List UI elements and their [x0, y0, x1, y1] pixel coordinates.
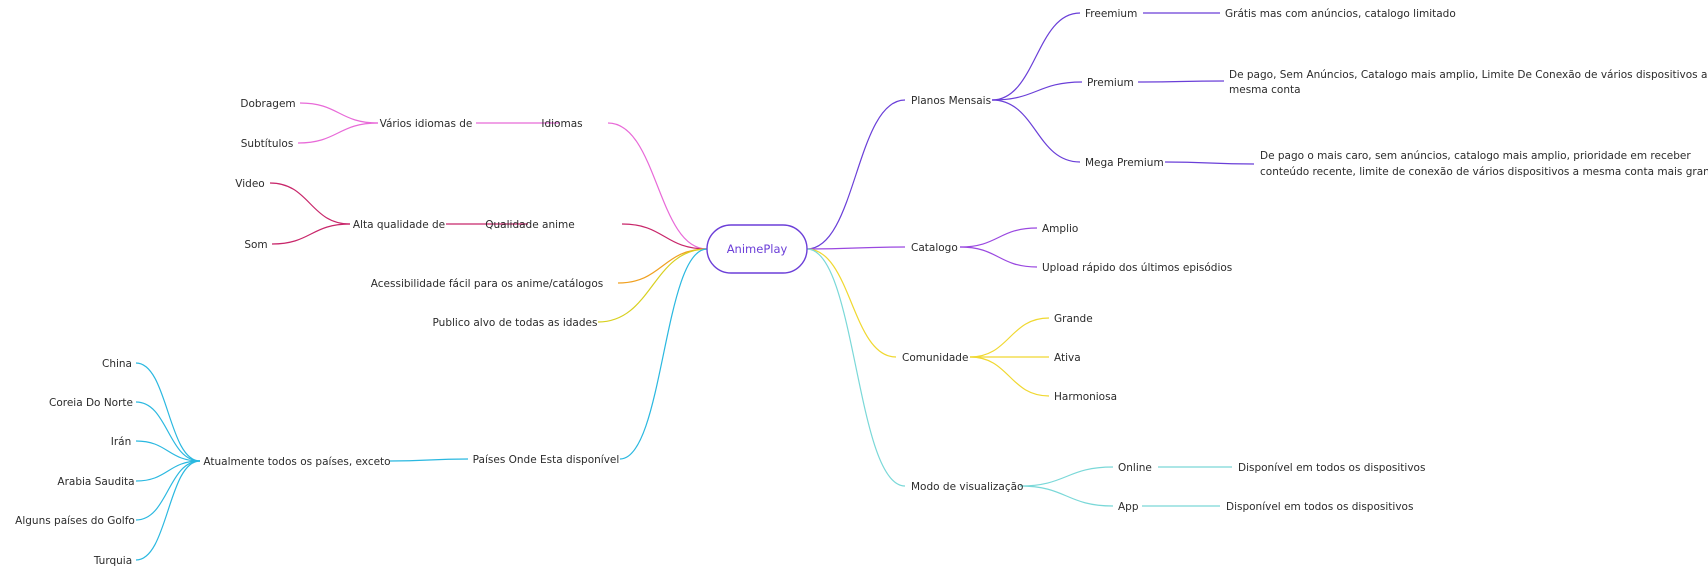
- node-acessibilidade[interactable]: Acessibilidade fácil para os anime/catál…: [371, 278, 603, 290]
- edge-alta-video: [269, 182, 351, 225]
- node-idiomas[interactable]: Idiomas: [541, 118, 582, 130]
- node-mega[interactable]: Mega Premium: [1085, 157, 1164, 169]
- node-arabia[interactable]: Arabia Saudita: [57, 476, 134, 488]
- node-mega-desc-line2[interactable]: conteúdo recente, limite de conexão de v…: [1260, 166, 1708, 178]
- node-planos[interactable]: Planos Mensais: [911, 95, 991, 107]
- node-video[interactable]: Video: [235, 178, 264, 190]
- node-china[interactable]: China: [102, 358, 132, 370]
- edge-center-comunidade: [806, 248, 897, 358]
- edge-comunidade-harmoniosa: [969, 356, 1050, 397]
- node-grande[interactable]: Grande: [1054, 313, 1093, 325]
- node-varios-idiomas[interactable]: Vários idiomas de: [380, 118, 473, 130]
- node-premium-desc-line1[interactable]: De pago, Sem Anúncios, Catalogo mais amp…: [1229, 69, 1707, 81]
- node-atualmente[interactable]: Atualmente todos os países, exceto: [203, 456, 390, 468]
- edge-center-acessibilidade: [617, 248, 708, 284]
- node-modo[interactable]: Modo de visualização: [911, 481, 1023, 493]
- edge-premium-desc: [1137, 80, 1225, 83]
- node-som[interactable]: Som: [244, 239, 267, 251]
- edge-center-planos: [806, 99, 906, 250]
- node-app[interactable]: App: [1118, 501, 1139, 513]
- node-harmoniosa[interactable]: Harmoniosa: [1054, 391, 1117, 403]
- node-online[interactable]: Online: [1118, 462, 1152, 474]
- node-dobragem[interactable]: Dobragem: [240, 98, 295, 110]
- node-online-desc[interactable]: Disponível em todos os dispositivos: [1238, 462, 1425, 474]
- edge-center-modo: [806, 248, 906, 487]
- node-amplio[interactable]: Amplio: [1042, 223, 1078, 235]
- edge-center-paises: [619, 248, 708, 460]
- edge-atualmente-coreia: [135, 401, 201, 462]
- node-publico[interactable]: Publico alvo de todas as idades: [433, 317, 598, 329]
- node-freemium-desc[interactable]: Grátis mas com anúncios, catalogo limita…: [1225, 8, 1456, 20]
- node-catalogo[interactable]: Catalogo: [911, 242, 958, 254]
- node-alta-qualidade[interactable]: Alta qualidade de: [353, 219, 445, 231]
- node-premium[interactable]: Premium: [1087, 77, 1134, 89]
- edge-center-idiomas: [607, 122, 708, 250]
- edge-catalogo-upload: [959, 246, 1038, 268]
- edge-center-catalogo: [806, 246, 906, 250]
- node-coreia[interactable]: Coreia Do Norte: [49, 397, 133, 409]
- node-premium-desc-line2[interactable]: mesma conta: [1229, 84, 1301, 96]
- central-node-label: AnimePlay: [727, 242, 788, 256]
- edge-comunidade-grande: [969, 317, 1050, 358]
- edge-paises-atualmente: [389, 458, 469, 462]
- node-paises[interactable]: Países Onde Esta disponível: [473, 454, 620, 466]
- node-upload[interactable]: Upload rápido dos últimos episódios: [1042, 262, 1232, 274]
- edge-atualmente-china: [135, 362, 201, 462]
- edge-modo-online: [1019, 466, 1114, 487]
- node-freemium[interactable]: Freemium: [1085, 8, 1137, 20]
- edge-modo-app: [1019, 485, 1114, 507]
- edge-atualmente-iran: [135, 440, 201, 462]
- edge-catalogo-amplio: [959, 227, 1038, 248]
- edge-center-publico: [597, 248, 708, 323]
- edge-planos-premium: [991, 81, 1083, 101]
- node-iran[interactable]: Irán: [111, 436, 132, 448]
- edge-atualmente-golfo: [135, 460, 201, 521]
- node-ativa[interactable]: Ativa: [1054, 352, 1081, 364]
- node-comunidade[interactable]: Comunidade: [902, 352, 968, 364]
- edge-planos-freemium: [991, 12, 1081, 101]
- edge-mega-desc: [1164, 161, 1255, 165]
- edge-varios-dobragem: [299, 102, 379, 124]
- edge-varios-subtitulos: [297, 122, 379, 144]
- node-qualidade[interactable]: Qualidade anime: [485, 219, 574, 231]
- edge-atualmente-turquia: [135, 460, 201, 561]
- node-golfo[interactable]: Alguns países do Golfo: [15, 515, 135, 527]
- edge-center-qualidade: [621, 223, 708, 250]
- central-node-shape: [706, 224, 808, 274]
- mind-map-edges: [135, 12, 1255, 561]
- node-subtitulos[interactable]: Subtítulos: [241, 138, 294, 150]
- node-turquia[interactable]: Turquia: [93, 555, 132, 567]
- edge-atualmente-arabia: [135, 460, 201, 482]
- central-node[interactable]: AnimePlay: [706, 224, 808, 274]
- edge-alta-som: [271, 223, 351, 245]
- node-mega-desc-line1[interactable]: De pago o mais caro, sem anúncios, catal…: [1260, 150, 1691, 162]
- edge-planos-mega: [991, 99, 1081, 163]
- node-app-desc[interactable]: Disponível em todos os dispositivos: [1226, 501, 1413, 513]
